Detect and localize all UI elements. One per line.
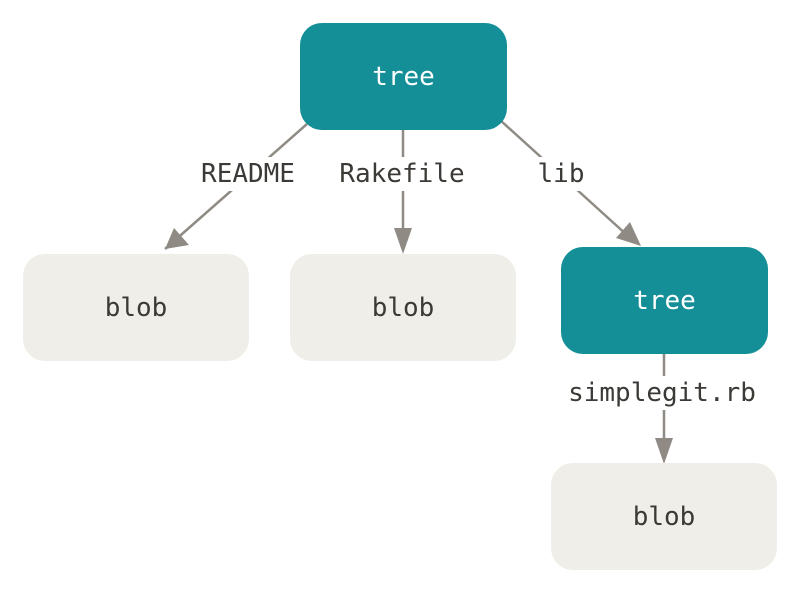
simplegit-blob-node: blob [551,463,777,570]
readme-blob-node: blob [23,254,249,361]
edge-label-simplegit: simplegit.rb [562,376,762,410]
edge-label-readme: README [195,157,301,191]
lib-tree-node: tree [561,247,768,354]
root-tree-node: tree [300,23,507,130]
edge-lib-arrowhead [616,222,641,246]
edge-label-lib: lib [531,157,591,191]
edge-simplegit-arrowhead [655,438,673,464]
edge-label-rakefile: Rakefile [333,157,471,191]
rakefile-blob-node: blob [290,254,516,361]
edge-rakefile-arrowhead [394,228,412,254]
edge-readme-arrowhead [165,228,189,249]
